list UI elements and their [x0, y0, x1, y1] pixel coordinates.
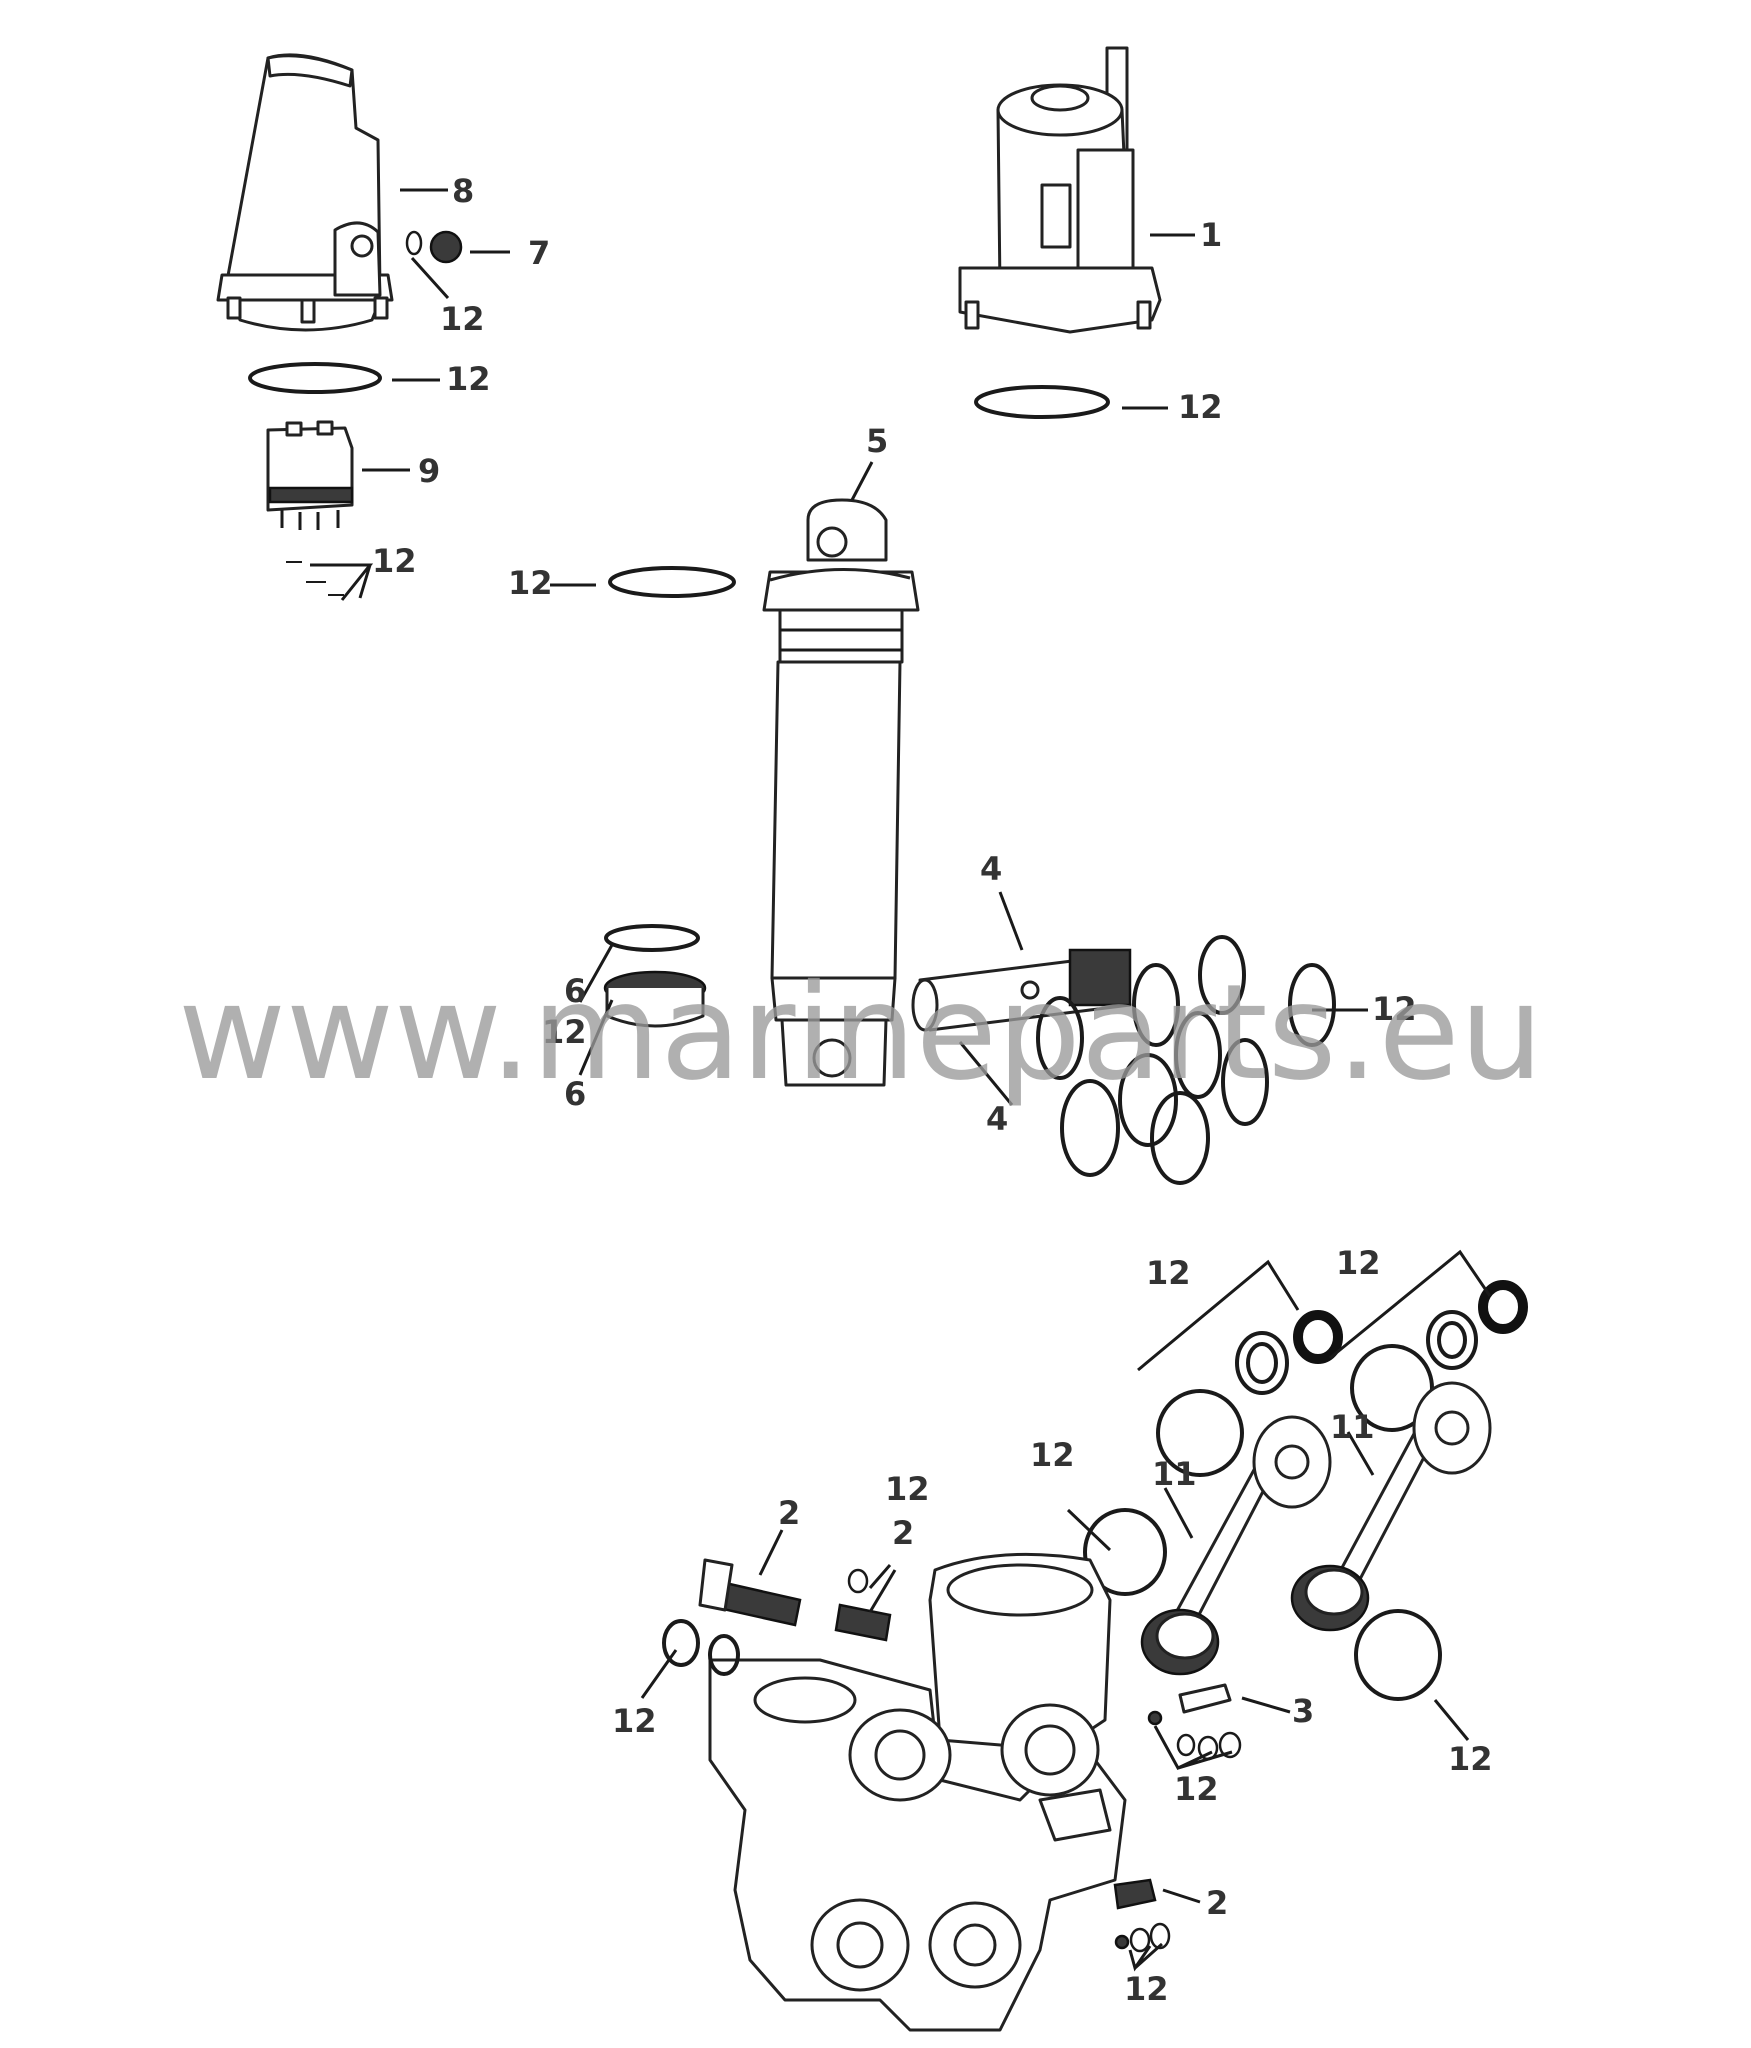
valve-bottom-part [1113, 1878, 1171, 1953]
manifold-body-part [708, 1552, 1127, 2032]
valve-large-part [698, 1558, 802, 1627]
callout-fill-plug: 7 [528, 234, 550, 272]
callout-rod-left-oring: 12 [1030, 1436, 1075, 1474]
motor-part [958, 46, 1162, 334]
piston-orings-part [1036, 935, 1336, 1185]
callout-seal-kit-right: 12 [1336, 1244, 1381, 1282]
check-valve-part [1147, 1683, 1232, 1726]
motor-oring-part [974, 385, 1110, 419]
valve-large-orings-part [662, 1619, 740, 1676]
callout-cap-b: 6 [564, 1075, 586, 1113]
callout-rod-left: 11 [1152, 1455, 1197, 1493]
callout-cover-oring: 12 [446, 360, 491, 398]
cylinder-oring-part [608, 566, 736, 598]
end-cap-part [603, 924, 707, 1028]
leader-lines [310, 188, 1492, 1972]
seal-kit-right-part [1350, 1280, 1528, 1432]
callout-cap-a: 6 [564, 972, 586, 1010]
callout-rod-right: 11 [1330, 1408, 1375, 1446]
callout-motor-oring: 12 [1178, 388, 1223, 426]
callout-cap-oring: 12 [542, 1013, 587, 1051]
callout-valve-small: 2 [892, 1514, 914, 1552]
check-valve-orings-part [1176, 1731, 1242, 1761]
callout-valve-bottom-orings: 12 [1124, 1970, 1169, 2008]
trim-rod-right-part [1290, 1381, 1492, 1701]
watermark-text: www.marineparts.eu [178, 956, 1543, 1110]
callout-labels: 8 7 12 12 9 12 1 12 5 12 4 4 12 6 12 6 1… [372, 172, 1493, 2008]
callout-seal-kit-left: 12 [1146, 1254, 1191, 1292]
callout-valve-large-orings: 12 [612, 1702, 657, 1740]
pump-cover-part [216, 53, 394, 332]
callout-rod-right-oring: 12 [1448, 1740, 1493, 1778]
callout-motor: 1 [1200, 216, 1222, 254]
valve-small-part [834, 1568, 892, 1642]
callout-check-valve: 3 [1292, 1692, 1314, 1730]
pump-screws-part [286, 561, 344, 596]
seal-kit-left-part [1156, 1310, 1343, 1477]
callout-check-valve-orings: 12 [1174, 1770, 1219, 1808]
callout-pump: 9 [418, 452, 440, 490]
fill-plug-part [405, 230, 463, 264]
callout-pump-screws: 12 [372, 542, 417, 580]
cover-oring-part [248, 362, 382, 394]
trim-rod-left-part [1083, 1415, 1332, 1676]
callout-valve-bottom: 2 [1206, 1884, 1228, 1922]
callout-cylinder-oring: 12 [508, 564, 553, 602]
callout-valve-large: 2 [778, 1494, 800, 1532]
callout-piston-b: 4 [986, 1100, 1008, 1138]
cylinder-part [762, 498, 920, 1087]
callout-piston-orings: 12 [1372, 990, 1417, 1028]
callout-valve-small-oring: 12 [885, 1470, 930, 1508]
callout-plug-oring: 12 [440, 300, 485, 338]
pump-part [266, 420, 354, 530]
callout-cylinder: 5 [866, 422, 888, 460]
callout-pump-cover: 8 [452, 172, 474, 210]
callout-piston-a: 4 [980, 850, 1002, 888]
